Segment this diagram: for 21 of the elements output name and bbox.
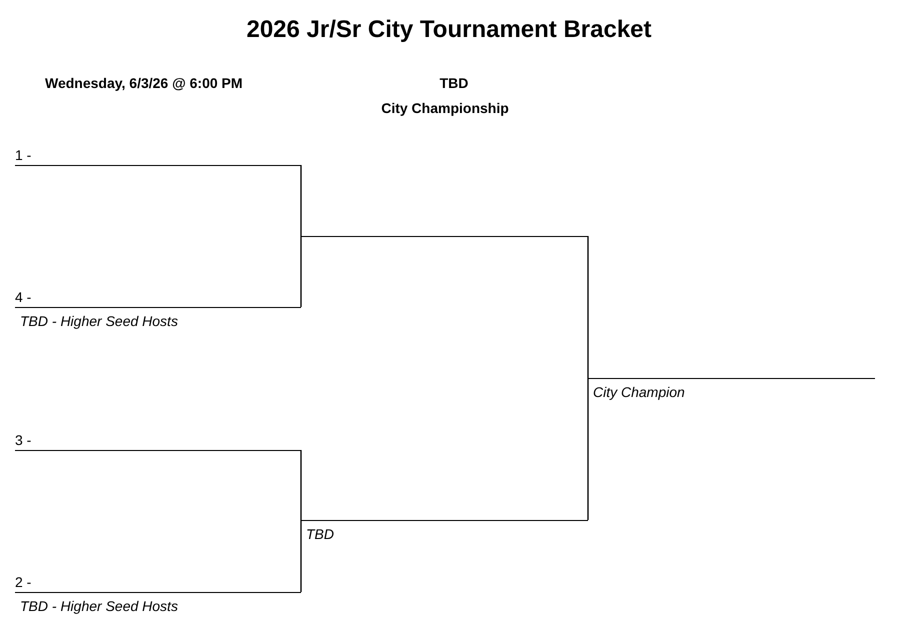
bracket-slot: 1 - [15,147,301,166]
slot-note: TBD - Higher Seed Hosts [20,598,178,614]
bracket-connector [587,236,589,378]
bracket-connector [300,165,302,236]
bracket-connector [587,378,589,520]
bracket-slot: 4 - [15,289,301,308]
bracket-connector [300,236,302,307]
bracket-line [588,377,875,379]
bracket-slot: 3 - [15,432,301,451]
bracket-connector [300,520,302,592]
heading-text: TBD [438,75,470,91]
title: 2026 Jr/Sr City Tournament Bracket [245,16,653,44]
date-time: Wednesday, 6/3/26 @ 6:00 PM [45,75,243,91]
heading-text: City Championship [380,100,510,116]
bracket-line [301,235,588,237]
slot-note: TBD - Higher Seed Hosts [20,313,178,329]
bracket-line [301,519,588,521]
bracket-slot: 2 - [15,574,301,593]
slot-note: TBD [306,526,334,542]
slot-note: City Champion [593,384,685,400]
bracket-connector [300,450,302,520]
